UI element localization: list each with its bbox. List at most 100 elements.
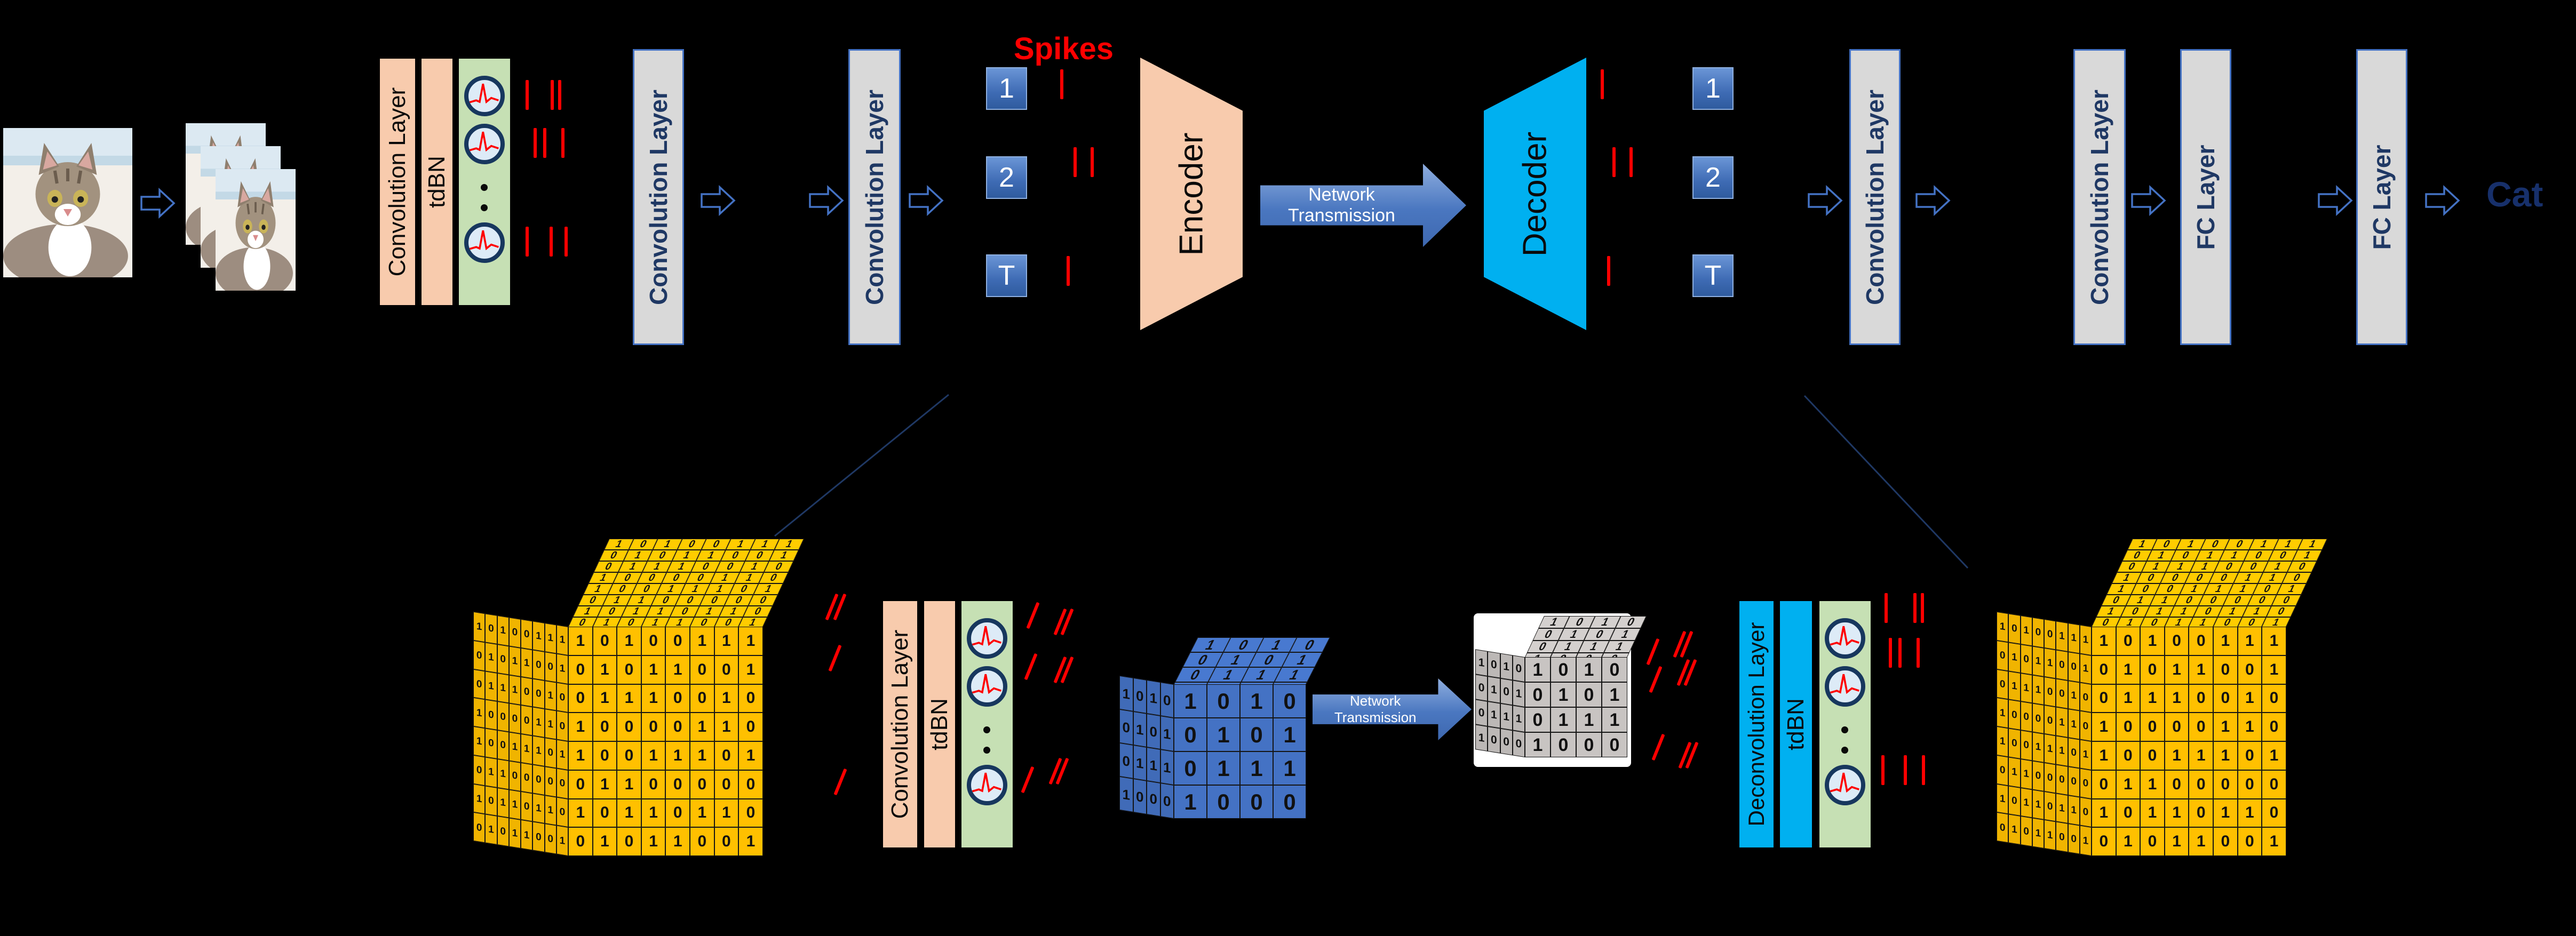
binary-cell: 1 (641, 684, 666, 713)
binary-cell: 1 (2140, 770, 2165, 799)
binary-cell: 0 (2092, 684, 2116, 713)
conv-layer-3: Convolution Layer (848, 49, 901, 345)
binary-cell: 0 (485, 613, 497, 644)
binary-cell: 1 (1576, 657, 1602, 682)
binary-cell: 1 (2020, 758, 2032, 789)
classification-output-label: Cat (2486, 174, 2543, 214)
spike-tick (1898, 638, 1902, 668)
binary-cell: 1 (556, 825, 568, 856)
binary-cell: 0 (2237, 655, 2262, 684)
binary-cell: 1 (1274, 667, 1315, 683)
binary-cell: 1 (2189, 741, 2213, 770)
binary-cell: 0 (689, 827, 714, 856)
binary-cell: 1 (1133, 745, 1147, 781)
binary-cell: 1 (2079, 625, 2092, 655)
binary-cell: 1 (2213, 713, 2238, 741)
binary-cell: 0 (556, 710, 568, 741)
binary-cell: 0 (1240, 718, 1273, 751)
binary-cell: 1 (473, 611, 486, 643)
flow-arrow-icon (909, 185, 944, 216)
binary-cell: 1 (2008, 670, 2021, 702)
binary-cell: 0 (2271, 595, 2301, 606)
binary-cell: 1 (556, 653, 568, 684)
binary-cell: 0 (2092, 655, 2116, 684)
spike-tick (1607, 256, 1610, 286)
flow-arrow-icon (2425, 185, 2460, 216)
fc-layer-1-label: FC Layer (2192, 145, 2220, 250)
binary-cell: 0 (2079, 710, 2092, 741)
binary-cell: 0 (617, 741, 641, 770)
binary-cell: 1 (617, 798, 641, 828)
binary-cell: 0 (2044, 705, 2056, 736)
binary-cell: 1 (1147, 747, 1160, 783)
binary-cell: 0 (1475, 699, 1488, 726)
binary-cell: 0 (1240, 785, 1273, 819)
binary-cell: 1 (2092, 627, 2116, 655)
binary-cell: 0 (2008, 699, 2021, 730)
binary-cell: 0 (758, 572, 789, 583)
binary-cell: 1 (714, 627, 739, 655)
binary-cell: 1 (641, 827, 666, 856)
conv-layer-5: Convolution Layer (2073, 49, 2126, 345)
binary-cell: 0 (2189, 627, 2213, 655)
binary-cell: 0 (2008, 785, 2021, 817)
spike-tick (1629, 147, 1633, 177)
binary-cell: 0 (665, 770, 690, 799)
binary-cell: 0 (1488, 726, 1500, 754)
spike-tick (1889, 638, 1892, 668)
spike-tick (550, 227, 553, 257)
spike-tick (1646, 638, 1660, 666)
binary-cell: 0 (1160, 782, 1174, 819)
binary-cell: 1 (1602, 707, 1627, 732)
binary-cell: 0 (2032, 617, 2044, 648)
binary-cell: 1 (689, 627, 714, 655)
binary-cell: 1 (1997, 726, 2009, 757)
flow-arrow-icon (1915, 185, 1951, 216)
binary-cell: 1 (2237, 713, 2262, 741)
binary-cell: 0 (568, 827, 593, 856)
binary-cell: 1 (2116, 827, 2141, 856)
binary-cell: 1 (2008, 642, 2021, 673)
conv-layer-1-label: Convolution Layer (384, 87, 410, 277)
binary-cell: 1 (2032, 646, 2044, 677)
binary-cell: 1 (2032, 732, 2044, 763)
binary-cell: 1 (473, 783, 486, 814)
binary-cell: 1 (2044, 647, 2056, 678)
binary-cell: 1 (521, 820, 533, 851)
binary-cell: 0 (2287, 561, 2317, 572)
binary-cell: 1 (689, 713, 714, 741)
binary-cell: 1 (497, 758, 509, 789)
binary-cell: 1 (641, 655, 666, 684)
binary-cell: 0 (485, 785, 497, 817)
binary-cell: 1 (2068, 622, 2080, 654)
binary-cell: 0 (2262, 798, 2286, 828)
binary-cell: 1 (2164, 827, 2189, 856)
binary-cell: 0 (2020, 730, 2032, 761)
binary-cell: 0 (2092, 827, 2116, 856)
binary-cell: 0 (665, 627, 690, 655)
fc-layer-1: FC Layer (2180, 49, 2231, 345)
spiking-neuron-icon (967, 618, 1007, 659)
binary-cell: 0 (497, 701, 509, 732)
flow-arrow-icon (1808, 185, 1843, 216)
binary-cell: 0 (497, 730, 509, 761)
binary-cell: 0 (1488, 651, 1500, 678)
binary-cell: 0 (2266, 606, 2296, 617)
binary-cell: 1 (2092, 798, 2116, 828)
binary-cell: 0 (2079, 682, 2092, 713)
binary-cell: 0 (1551, 657, 1576, 682)
spike-tick (561, 128, 565, 158)
binary-cell: 1 (1207, 751, 1240, 785)
binary-cell: 0 (532, 678, 545, 709)
binary-cell: 1 (2262, 655, 2286, 684)
binary-cell: 1 (2164, 798, 2189, 828)
binary-cell: 1 (556, 625, 568, 655)
input-cat-image (3, 128, 132, 277)
binary-cell: 0 (2189, 770, 2213, 799)
binary-cell: 0 (2032, 761, 2044, 791)
binary-cell: 0 (592, 741, 617, 770)
binary-cell: 0 (1500, 678, 1513, 706)
